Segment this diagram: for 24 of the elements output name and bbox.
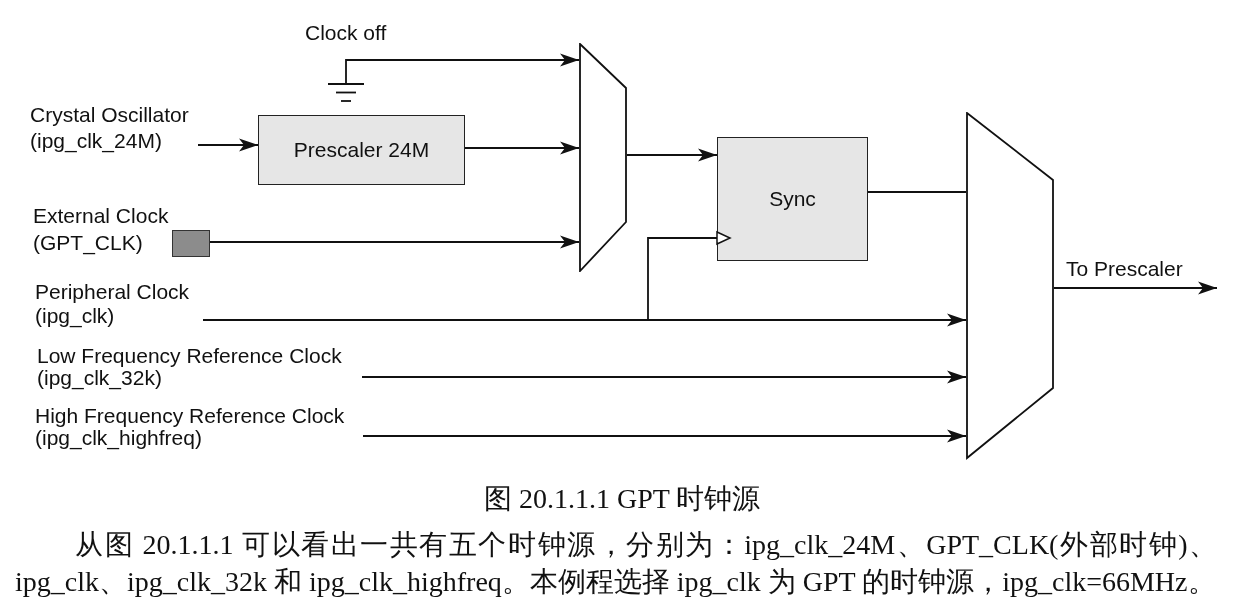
arrow [361,370,967,384]
multiplexer-symbol [966,112,1054,460]
arrow [345,53,580,84]
arrow [202,313,967,327]
arrow [362,429,967,443]
arrow [1053,281,1218,295]
signal-label: Clock off [305,21,387,45]
multiplexer-symbol [579,43,627,272]
process-box: Sync [717,137,868,261]
signal-label: High Frequency Reference Clock (ipg_clk_highfreq) [35,405,363,449]
connector-line [867,191,967,193]
paragraph: 从图 20.1.1.1 可以看出一共有五个时钟源，分别为：ipg_clk_24M、GPT_CLK(外部时钟)、ipg_clk、ipg_clk_32k 和 ipg_clk_highfreq。本例程选择 ipg_clk 为 GPT 的时钟源，ipg_clk=66MHz。 [15,528,1217,599]
process-box: Prescaler 24M [258,115,465,185]
arrow [197,138,259,152]
pad-symbol [172,230,210,257]
signal-label: Crystal Oscillator (ipg_clk_24M) [30,102,198,154]
arrow [626,148,718,162]
signal-label: Low Frequency Reference Clock (ipg_clk_32k) [37,345,362,389]
arrow [209,235,580,249]
ground-symbol [328,83,364,103]
arrow [464,141,580,155]
figure-caption: 图 20.1.1.1 GPT 时钟源 [484,482,761,516]
signal-label: Peripheral Clock (ipg_clk) [35,280,203,328]
signal-label: External Clock (GPT_CLK) [33,203,170,256]
